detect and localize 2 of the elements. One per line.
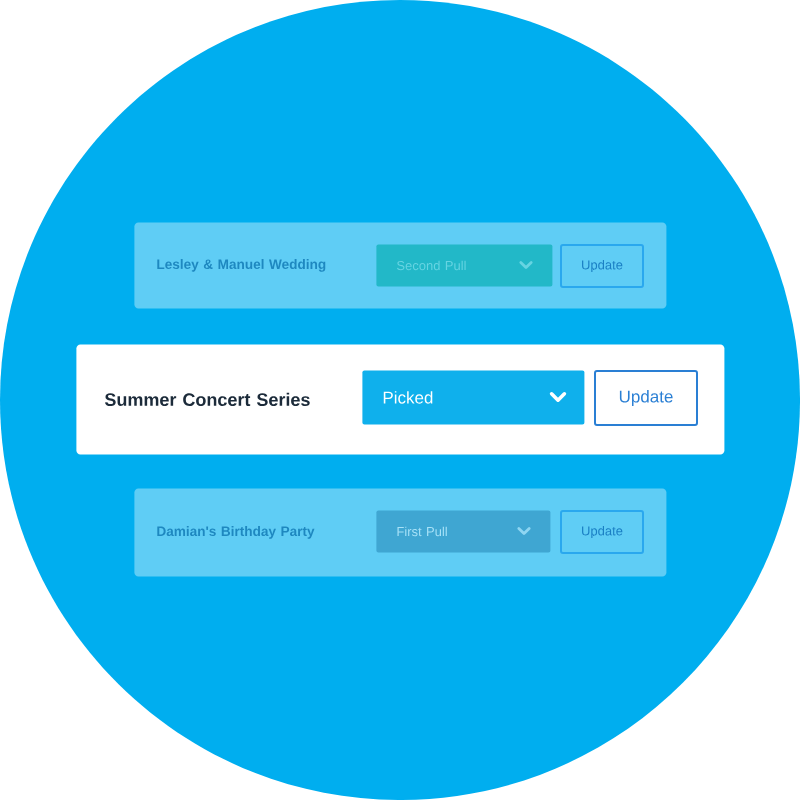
- update-button: Update: [594, 370, 698, 426]
- dropdown-select: Picked: [362, 370, 585, 425]
